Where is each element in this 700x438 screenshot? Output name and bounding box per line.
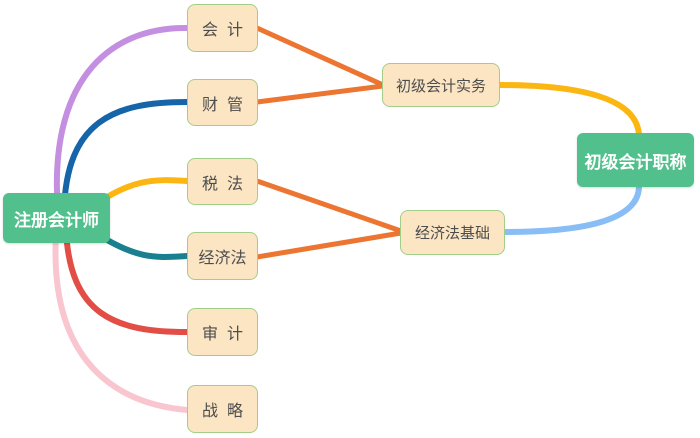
edge-cpa-accounting bbox=[53, 24, 190, 215]
node-accounting[interactable]: 会 计 bbox=[187, 4, 258, 52]
edge-tax-econlaw-basics bbox=[254, 178, 404, 234]
edge-accounting-junior-practice bbox=[254, 25, 386, 88]
node-cpa[interactable]: 注册会计师 bbox=[3, 193, 110, 243]
node-junior-title[interactable]: 初级会计职称 bbox=[577, 133, 694, 187]
edge-cpa-audit bbox=[63, 227, 190, 335]
edge-cpa-finance bbox=[61, 99, 190, 215]
node-econlaw[interactable]: 经济法 bbox=[187, 232, 258, 280]
edge-junior-practice-junior-title bbox=[496, 82, 642, 139]
node-audit[interactable]: 审 计 bbox=[187, 308, 258, 356]
node-econlaw-basics[interactable]: 经济法基础 bbox=[400, 210, 505, 255]
edge-econlaw-basics-junior-title bbox=[501, 183, 642, 235]
node-strategy[interactable]: 战 略 bbox=[187, 385, 258, 433]
node-finance[interactable]: 财 管 bbox=[187, 79, 258, 126]
edge-cpa-strategy bbox=[52, 232, 190, 413]
edge-econlaw-econlaw-basics bbox=[254, 230, 404, 260]
node-junior-practice[interactable]: 初级会计实务 bbox=[382, 63, 500, 107]
node-tax[interactable]: 税 法 bbox=[187, 158, 258, 205]
edge-finance-junior-practice bbox=[254, 83, 386, 105]
